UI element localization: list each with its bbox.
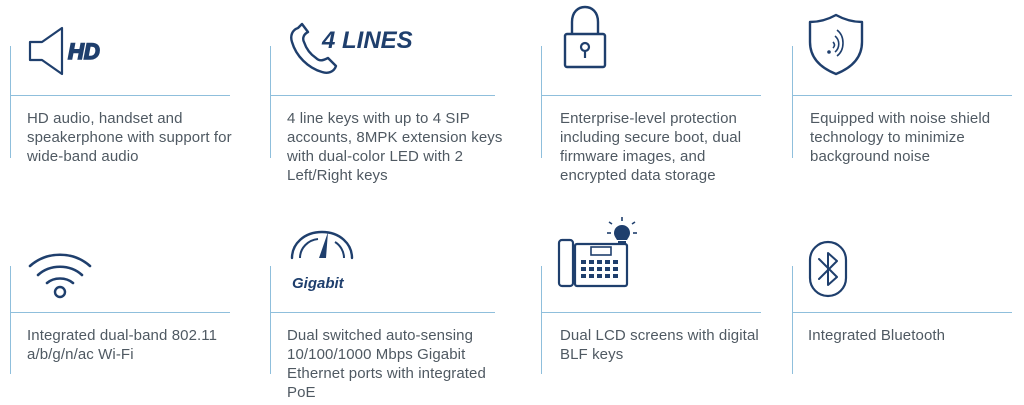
divider-horizontal [541,312,761,313]
divider-vertical [10,46,11,158]
feature-gigabit: Gigabit Dual switched auto-sensing 10/10… [270,214,520,404]
noise-shield-icon [807,12,865,76]
feature-description: Equipped with noise shield technology to… [810,110,991,165]
divider-horizontal [10,95,230,96]
speedometer-icon: Gigabit [288,224,360,296]
feature-wifi: Integrated dual-band 802.11 a/b/g/n/ac W… [10,214,260,404]
phone-icon: 4 LINES [288,22,428,78]
feature-security: Enterprise-level protection including se… [541,5,791,210]
gigabit-label: Gigabit [292,275,345,292]
feature-noise-shield: Equipped with noise shield technology to… [792,13,1024,210]
feature-description: HD audio, handset and speakerphone with … [27,110,232,165]
feature-dual-lcd: Dual LCD screens with digital BLF keys [541,214,791,404]
feature-bluetooth: Integrated Bluetooth [792,214,1024,404]
divider-vertical [270,266,271,374]
divider-vertical [792,266,793,374]
divider-vertical [10,266,11,374]
divider-horizontal [270,95,495,96]
feature-hd-audio: HD HD audio, handset and speakerphone wi… [10,20,260,210]
feature-description: Enterprise-level protection including se… [560,110,742,184]
feature-description: Dual switched auto-sensing 10/100/1000 M… [287,327,486,401]
divider-vertical [792,46,793,158]
divider-horizontal [10,312,230,313]
hd-audio-icon: HD [24,24,114,78]
desk-phone-icon [557,217,637,290]
feature-description: Integrated Bluetooth [808,327,946,344]
wifi-icon [27,250,93,300]
divider-vertical [541,46,542,158]
four-lines-label: 4 LINES [321,27,413,54]
divider-horizontal [792,95,1012,96]
divider-vertical [541,266,542,374]
padlock-icon [562,4,608,70]
feature-four-lines: 4 LINES 4 line keys with up to 4 SIP acc… [270,20,520,210]
bluetooth-icon [808,240,848,298]
feature-description: Integrated dual-band 802.11 a/b/g/n/ac W… [27,327,218,363]
divider-horizontal [541,95,761,96]
divider-horizontal [270,312,495,313]
divider-horizontal [792,312,1012,313]
feature-description: Dual LCD screens with digital BLF keys [560,327,759,363]
feature-description: 4 line keys with up to 4 SIP accounts, 8… [287,110,503,184]
divider-vertical [270,46,271,158]
hd-icon-label: HD [68,39,100,64]
